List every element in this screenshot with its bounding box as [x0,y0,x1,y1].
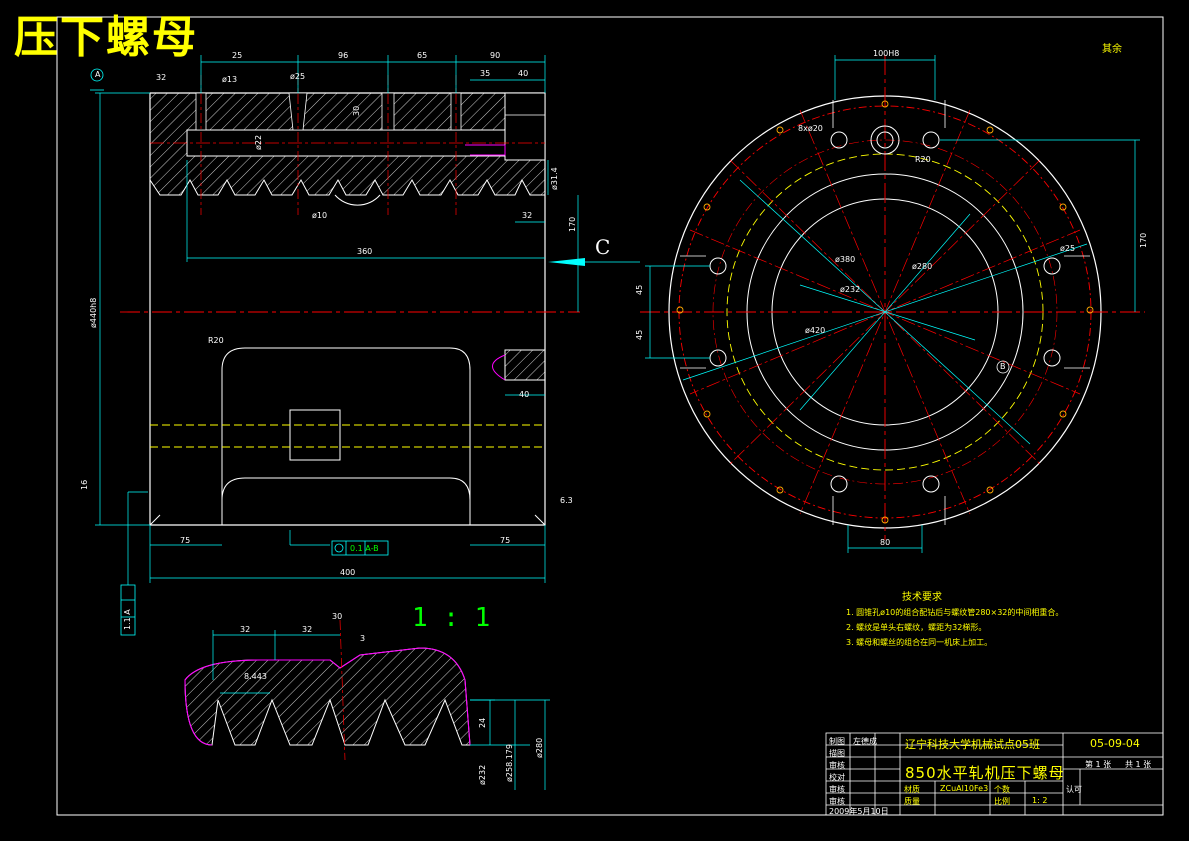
detail-dim-phi280: ø280 [535,737,544,758]
view-label-c: C [595,235,611,259]
title-block-ratio: 1: 2 [1032,796,1048,805]
dim-phi420: ø420 [805,326,826,335]
title-block-role-6: 审核 [829,797,845,806]
title-block-role-5: 审核 [829,785,845,794]
roughness-note: 其余 [1102,44,1122,55]
dim-top-96: 96 [338,51,349,60]
detail-scale-label: 1 : 1 [412,603,491,633]
technical-requirements: 技术要求 1. 圆锥孔ø10的组合配钻后与螺纹管280×32的中间相重合。 2.… [846,590,1063,650]
tech-item-3: 3. 螺母和螺丝的组合在同一机床上加工。 [846,638,993,647]
title-block-role-7: 认可 [1066,785,1082,794]
drawing-border [56,16,1164,816]
title-block-part-name: 850水平轧机压下螺母 [905,764,1065,782]
dim-75-left: 75 [180,536,191,545]
detail-dim-phi258: ø258.179 [505,744,514,782]
dim-40: 40 [519,390,530,399]
detail-dim-32-right: 32 [302,625,313,634]
title-block-sheet: 第 1 张 [1085,760,1112,769]
main-section-view [90,55,640,636]
dim-400: 400 [340,568,356,577]
dim-phi22: ø22 [254,134,263,150]
end-view [640,55,1145,553]
side-tolerance-frame: 1.1 A [123,609,132,630]
dim-170: 170 [568,216,577,232]
datum-b: B [1000,362,1006,371]
dim-top-35: 35 [480,69,491,78]
title-block-drawing-no: 05-09-04 [1090,737,1140,750]
title-block-role-4: 校对 [829,773,845,782]
dim-45-top: 45 [635,284,644,295]
title-block-date: 2009年5月10日 [829,807,889,816]
tech-item-2: 2. 螺纹是单头右螺纹，螺距为32梯形。 [846,623,987,632]
dim-top-90: 90 [490,51,501,60]
dim-phi13: ø13 [222,75,238,84]
title-block-role-1: 制图 [829,737,845,746]
dim-170-right: 170 [1139,232,1148,248]
title-block [825,732,1164,816]
dim-32: 32 [522,211,533,220]
detail-dim-8-443: 8.443 [244,672,267,681]
title-block-designer: 左德成 [853,737,877,746]
dim-100h8: 100H8 [873,49,900,58]
datum-a: A [95,70,101,79]
tech-item-1: 1. 圆锥孔ø10的组合配钻后与螺纹管280×32的中间相重合。 [846,608,1064,617]
dim-8-holes-phi20: 8xø20 [798,124,823,133]
roughness-6-3: 6.3 [560,496,573,505]
roughness-16: 16 [80,479,89,490]
title-block-ratio-label: 比例 [994,797,1010,806]
dim-phi440h8: ø440h8 [89,297,98,328]
title-block-material-label: 材质 [904,785,920,794]
dim-30: 30 [352,105,361,116]
dim-phi10: ø10 [312,211,328,220]
title-block-material: ZCuAl10Fe3 [940,784,989,793]
dim-phi25: ø25 [290,72,306,81]
dim-75-right: 75 [500,536,511,545]
dim-top-25: 25 [232,51,243,60]
dim-top-40: 40 [518,69,529,78]
dim-phi31-4: ø31.4 [550,167,559,190]
dim-phi280: ø280 [912,262,933,271]
detail-dim-30: 30 [332,612,343,621]
dim-360: 360 [357,247,373,256]
detail-dim-24: 24 [478,717,487,728]
roughness-32: 32 [156,73,167,82]
title-block-school: 辽宁科技大学机械试点05班 [905,738,1040,751]
title-block-role-2: 描图 [829,749,845,758]
dim-45-bottom: 45 [635,329,644,340]
dim-phi25-right: ø25 [1060,244,1076,253]
title-block-quantity-label: 个数 [994,785,1010,794]
tech-title: 技术要求 [902,592,942,603]
detail-dim-3: 3 [360,634,366,643]
dim-r20: R20 [208,336,224,345]
drawing-title: 压下螺母 [14,12,198,63]
dim-top-65: 65 [417,51,428,60]
thread-detail-hatch [184,647,471,746]
title-block-role-3: 审核 [829,761,845,770]
dim-80: 80 [880,538,891,547]
dim-r20-right: R20 [915,155,931,164]
dim-phi380: ø380 [835,255,856,264]
dim-phi232: ø232 [840,285,861,294]
title-block-weight-label: 质量 [904,797,920,806]
title-block-sheet-of: 共 1 张 [1125,760,1152,769]
detail-dim-32-left: 32 [240,625,251,634]
detail-dim-phi232: ø232 [478,764,487,785]
tolerance-frame: 0.1 A-B [350,544,379,553]
thread-detail-view [184,619,550,790]
